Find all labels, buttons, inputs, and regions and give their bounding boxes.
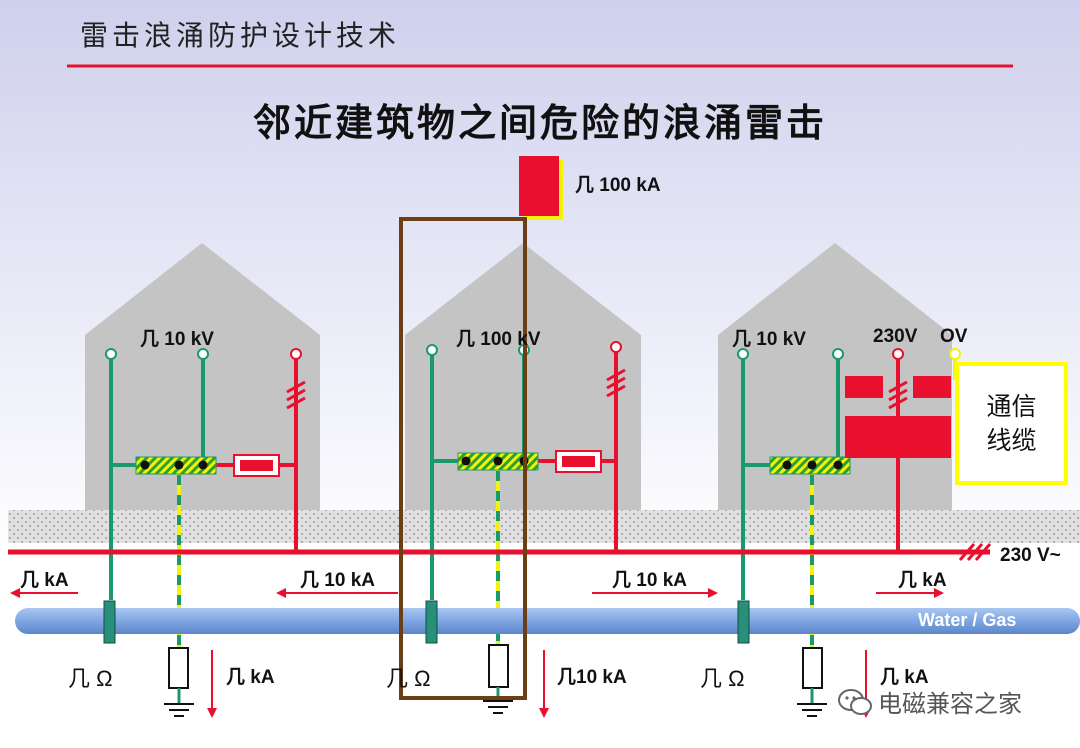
spd-element xyxy=(562,456,595,467)
spd-upper-left xyxy=(845,376,883,398)
earth-resistor xyxy=(802,647,823,689)
header-title: 雷击浪涌防护设计技术 xyxy=(80,19,401,52)
water-gas-pipe xyxy=(15,608,1080,634)
pipe-clamp xyxy=(425,600,438,644)
terminal xyxy=(105,348,117,360)
phase-tick xyxy=(606,368,626,382)
terminal xyxy=(892,348,904,360)
bond-dot xyxy=(493,456,503,466)
earth-resistor xyxy=(168,647,189,689)
spd-element xyxy=(240,460,273,471)
bond-dot xyxy=(198,460,208,470)
spd-upper-right xyxy=(913,376,951,398)
terminal xyxy=(197,348,209,360)
watermark: 电磁兼容之家 xyxy=(838,684,1022,719)
bond-dot xyxy=(174,460,184,470)
label-230v: 230V xyxy=(873,326,918,347)
pipe-clamp xyxy=(103,600,116,644)
phase-tick xyxy=(888,380,908,394)
label-0v: OV xyxy=(940,326,968,347)
mains-label: 230 V~ xyxy=(1000,545,1061,566)
bond-dot xyxy=(461,456,471,466)
wechat-icon xyxy=(838,688,872,715)
terminal xyxy=(832,348,844,360)
terminal xyxy=(737,348,749,360)
comm-cable-box: 通信 线缆 xyxy=(955,362,1068,485)
pipe-clamp xyxy=(737,600,750,644)
current-label: 几 kA xyxy=(898,570,947,591)
phase-tick xyxy=(286,380,306,394)
bond-dot xyxy=(782,460,792,470)
comm-cable-line2: 线缆 xyxy=(986,425,1037,455)
phase-tick xyxy=(606,376,626,390)
phase-tick xyxy=(888,388,908,402)
highlight-frame xyxy=(399,217,527,700)
phase-tick xyxy=(888,396,908,410)
comm-cable-line1: 通信 xyxy=(986,391,1037,421)
earth-current-label: 几10 kA xyxy=(557,667,627,688)
ground-soil xyxy=(8,510,1080,543)
lightning-current-label: 几 100 kA xyxy=(575,175,661,196)
current-label: 几 kA xyxy=(20,570,69,591)
earth-resistance-label: 几 Ω xyxy=(700,666,745,691)
bond-dot xyxy=(833,460,843,470)
voltage-label-left: 几 10 kV xyxy=(140,329,214,350)
terminal xyxy=(949,348,961,360)
terminal xyxy=(290,348,302,360)
mains-tick xyxy=(958,543,976,561)
water-gas-label: Water / Gas xyxy=(918,610,1017,630)
mains-tick xyxy=(974,543,992,561)
voltage-label-right: 几 10 kV xyxy=(732,329,806,350)
terminal xyxy=(610,341,622,353)
earth-resistance-label: 几 Ω xyxy=(386,666,431,691)
earth-resistance-label: 几 Ω xyxy=(68,666,113,691)
bond-dot xyxy=(140,460,150,470)
voltage-label-middle: 几 100 kV xyxy=(456,329,541,350)
slide-title: 邻近建筑物之间危险的浪涌雷击 xyxy=(252,100,827,145)
current-label: 几 10 kA xyxy=(300,570,375,591)
lightning-strike-block xyxy=(519,156,559,216)
spd-combined xyxy=(845,416,951,458)
phase-tick xyxy=(286,388,306,402)
earth-current-label: 几 kA xyxy=(880,667,929,688)
phase-tick xyxy=(606,384,626,398)
current-label: 几 10 kA xyxy=(612,570,687,591)
mains-tick xyxy=(966,543,984,561)
phase-tick xyxy=(286,396,306,410)
watermark-text: 电磁兼容之家 xyxy=(878,690,1022,718)
earth-resistor xyxy=(488,644,509,688)
terminal xyxy=(426,344,438,356)
bond-dot xyxy=(807,460,817,470)
earth-current-label: 几 kA xyxy=(226,667,275,688)
